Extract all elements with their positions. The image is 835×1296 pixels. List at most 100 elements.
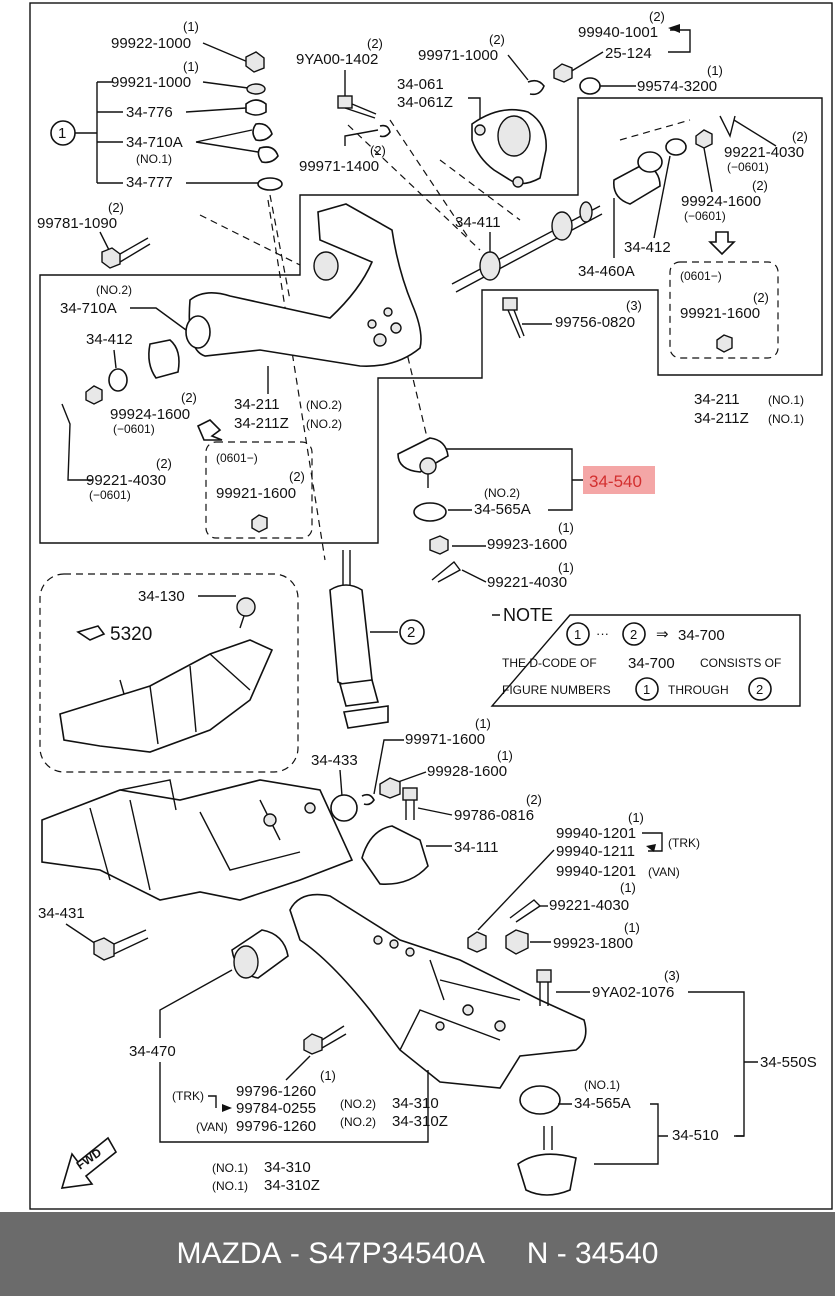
dashed-guide	[269, 194, 291, 301]
leader	[653, 155, 671, 239]
part-99922-1000[interactable]: 99922-1000	[111, 35, 191, 52]
shaft-collar-icon	[551, 211, 573, 241]
outer-frame	[29, 2, 833, 1210]
shaft-line	[455, 213, 603, 293]
part-34-310Z-no2[interactable]: 34-310Z	[392, 1113, 448, 1130]
part-34-431[interactable]: 34-431	[38, 905, 85, 922]
part-99940-1201-van[interactable]: 99940-1201	[556, 863, 636, 880]
bracket	[668, 29, 691, 53]
note-text: FIGURE NUMBERS	[502, 683, 611, 697]
part-99784-0255[interactable]: 99784-0255	[236, 1100, 316, 1117]
bolt-shaft	[113, 937, 149, 955]
part-99781-1090[interactable]: 99781-1090	[37, 215, 117, 232]
leader	[119, 679, 125, 695]
part-34-510[interactable]: 34-510	[672, 1127, 719, 1144]
dashed-box	[669, 261, 779, 359]
part-34-710A-no1[interactable]: 34-710A	[126, 134, 183, 151]
arrow-icon	[646, 844, 656, 852]
shaft-collar-icon	[479, 251, 501, 281]
part-99756-0820[interactable]: 99756-0820	[555, 314, 635, 331]
part-34-211-no2[interactable]: 34-211	[234, 396, 280, 413]
part-34-310Z-no1[interactable]: 34-310Z	[264, 1177, 320, 1194]
part-99921-1600-r[interactable]: 99921-1600	[680, 305, 760, 322]
part-99923-1800[interactable]: 99923-1800	[553, 935, 633, 952]
qty-99574-3200: (1)	[707, 63, 723, 78]
part-34-433[interactable]: 34-433	[311, 752, 358, 769]
qty-99940-1201: (1)	[628, 810, 644, 825]
part-34-130[interactable]: 34-130	[138, 588, 185, 605]
part-34-710A-no2[interactable]: 34-710A	[60, 300, 117, 317]
leader	[373, 739, 404, 795]
bolt-99756: (3) 99756-0820	[502, 297, 642, 339]
leader	[65, 923, 97, 945]
leader	[130, 307, 187, 331]
footer-n-code: 34540	[575, 1237, 659, 1270]
right-upper-notes: (2) 99221-4030 (−0601) (2) 99924-1600 (−…	[669, 119, 808, 427]
part-99574-3200[interactable]: 99574-3200	[637, 78, 717, 95]
part-99786-0816[interactable]: 99786-0816	[454, 807, 534, 824]
nut-icon	[245, 51, 265, 73]
part-34-211Z-no1[interactable]: 34-211Z	[694, 410, 749, 427]
part-25-124[interactable]: 25-124	[605, 45, 652, 62]
part-34-777[interactable]: 34-777	[126, 174, 173, 191]
part-9YA00-1402[interactable]: 9YA00-1402	[296, 51, 378, 68]
part-9YA02-1076[interactable]: 9YA02-1076	[592, 984, 674, 1001]
part-34-460A[interactable]: 34-460A	[578, 263, 635, 280]
variant-trk: (TRK)	[668, 836, 700, 850]
part-34-776[interactable]: 34-776	[126, 104, 173, 121]
part-34-412-right[interactable]: 34-412	[624, 239, 671, 256]
note-circle-2-text: 2	[630, 627, 637, 642]
bolt-head-icon	[101, 247, 121, 269]
part-99924-1600-r[interactable]: 99924-1600	[681, 193, 761, 210]
leader	[202, 42, 249, 63]
part-34-565A-no2[interactable]: 34-565A	[474, 501, 531, 518]
part-99796-1260-a[interactable]: 99796-1260	[236, 1083, 316, 1100]
bracket	[446, 448, 585, 511]
part-34-540[interactable]: 34-540	[589, 472, 642, 491]
part-99971-1000[interactable]: 99971-1000	[418, 47, 498, 64]
dashed-inset	[39, 573, 299, 773]
frame-bracket-icon	[59, 639, 274, 753]
part-99940-1001[interactable]: 99940-1001	[578, 24, 658, 41]
part-34-310-no2[interactable]: 34-310	[392, 1095, 439, 1112]
bushing-end-icon	[233, 945, 259, 979]
leader	[113, 349, 117, 369]
bolt-shaft	[113, 929, 147, 945]
part-99796-1260-b[interactable]: 99796-1260	[236, 1118, 316, 1135]
ref-5320[interactable]: 5320	[110, 624, 152, 645]
crossmember-icon	[41, 779, 354, 901]
part-34-211Z-no2[interactable]: 34-211Z	[234, 415, 289, 432]
part-34-411[interactable]: 34-411	[455, 214, 501, 231]
ball-joint-icon	[517, 1153, 577, 1196]
footer-bar: MAZDA - S47P34540A N - 34540	[0, 1212, 835, 1296]
part-99940-1211[interactable]: 99940-1211	[556, 843, 635, 860]
part-99221-4030-l[interactable]: 99221-4030	[86, 472, 166, 489]
part-99940-1201-trk[interactable]: 99940-1201	[556, 825, 636, 842]
part-34-565A-no1[interactable]: 34-565A	[574, 1095, 631, 1112]
qty-99940-1001: (2)	[649, 9, 665, 24]
part-34-111[interactable]: 34-111	[454, 839, 498, 856]
part-99928-1600[interactable]: 99928-1600	[427, 763, 507, 780]
part-99221-4030-m[interactable]: 99221-4030	[487, 574, 567, 591]
part-99923-1600[interactable]: 99923-1600	[487, 536, 567, 553]
part-99971-1400[interactable]: 99971-1400	[299, 158, 379, 175]
part-34-061Z[interactable]: 34-061Z	[397, 94, 453, 111]
part-34-470[interactable]: 34-470	[129, 1043, 176, 1060]
part-99921-1000[interactable]: 99921-1000	[111, 74, 191, 91]
part-34-061[interactable]: 34-061	[397, 76, 444, 93]
note-no1: (NO.1)	[212, 1179, 248, 1193]
part-34-310-no1[interactable]: 34-310	[264, 1159, 311, 1176]
part-99971-1600[interactable]: 99971-1600	[405, 731, 485, 748]
part-99221-4030-b[interactable]: 99221-4030	[549, 897, 629, 914]
part-34-211-no1[interactable]: 34-211	[694, 391, 740, 408]
part-99221-4030-r[interactable]: 99221-4030	[724, 144, 804, 161]
part-34-550S[interactable]: 34-550S	[760, 1054, 817, 1071]
part-34-412-left[interactable]: 34-412	[86, 331, 133, 348]
part-99924-1600-l[interactable]: 99924-1600	[110, 406, 190, 423]
part-99921-1600-l[interactable]: 99921-1600	[216, 485, 296, 502]
washer-icon	[257, 177, 283, 191]
note-frame	[490, 614, 801, 707]
code-range: (−0601)	[113, 422, 155, 436]
nut-icon	[716, 334, 733, 353]
